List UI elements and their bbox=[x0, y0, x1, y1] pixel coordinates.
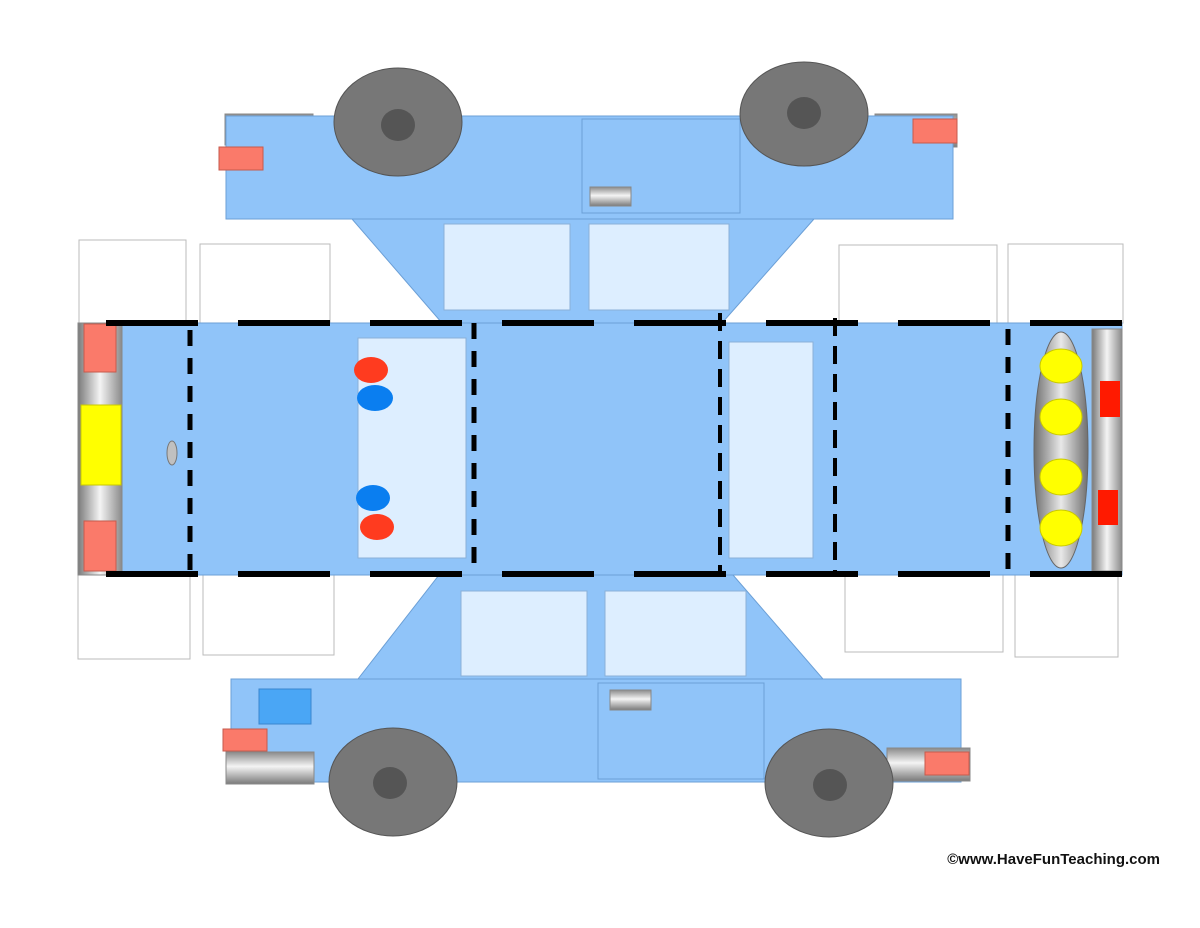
siren-light-red bbox=[354, 357, 388, 383]
body-top bbox=[77, 322, 1123, 576]
trunk-lock bbox=[166, 440, 178, 466]
bottom-side-panel bbox=[222, 678, 971, 838]
door-handle bbox=[589, 186, 632, 207]
tail-lamp bbox=[222, 728, 268, 752]
exhaust-pipe bbox=[225, 751, 315, 785]
tail-lamp bbox=[83, 323, 117, 373]
tail-lamp bbox=[83, 520, 117, 572]
top-side-panel bbox=[218, 61, 958, 220]
taillight bbox=[1098, 490, 1118, 525]
glue-tab bbox=[199, 243, 331, 324]
siren-light-blue bbox=[357, 385, 393, 411]
head-lamp bbox=[912, 118, 958, 144]
siren-light-blue bbox=[356, 485, 390, 511]
window-flap bbox=[350, 218, 816, 324]
siren-light-red bbox=[360, 514, 394, 540]
glue-tab bbox=[844, 574, 1004, 653]
glue-tab bbox=[1007, 243, 1124, 324]
front-grille bbox=[1091, 328, 1123, 572]
wheel-hub bbox=[787, 97, 821, 129]
head-lamp bbox=[924, 751, 970, 776]
headlight bbox=[1039, 509, 1083, 547]
light-bar bbox=[1033, 331, 1089, 569]
wheel-hub bbox=[381, 109, 415, 141]
copyright-text: ©www.HaveFunTeaching.com bbox=[947, 851, 1160, 868]
fold-lines bbox=[106, 313, 1122, 577]
side-window bbox=[588, 223, 730, 311]
license-plate bbox=[80, 404, 122, 486]
glue-tab bbox=[1014, 574, 1119, 658]
window-flap bbox=[356, 574, 825, 680]
headlight bbox=[1039, 398, 1083, 436]
front-windshield bbox=[728, 341, 814, 559]
wheel-hub bbox=[813, 769, 847, 801]
glue-tab bbox=[838, 244, 998, 324]
door-outline bbox=[597, 682, 765, 780]
glue-tab bbox=[78, 239, 187, 324]
glue-tab bbox=[202, 574, 335, 656]
taillight bbox=[1100, 381, 1120, 417]
side-window bbox=[443, 223, 571, 311]
police-sign bbox=[258, 688, 312, 725]
tail-lamp bbox=[218, 146, 264, 171]
top-window-panel bbox=[350, 218, 816, 324]
wheel-hub bbox=[373, 767, 407, 799]
door-handle bbox=[609, 689, 652, 711]
headlight bbox=[1039, 458, 1083, 496]
door-outline bbox=[581, 118, 741, 214]
headlight bbox=[1039, 348, 1083, 384]
side-window bbox=[460, 590, 588, 677]
glue-tab bbox=[77, 574, 191, 660]
glue-tabs bbox=[77, 239, 1124, 660]
center-strip bbox=[77, 322, 1123, 576]
bottom-window-panel bbox=[356, 574, 825, 680]
side-window bbox=[604, 590, 747, 677]
